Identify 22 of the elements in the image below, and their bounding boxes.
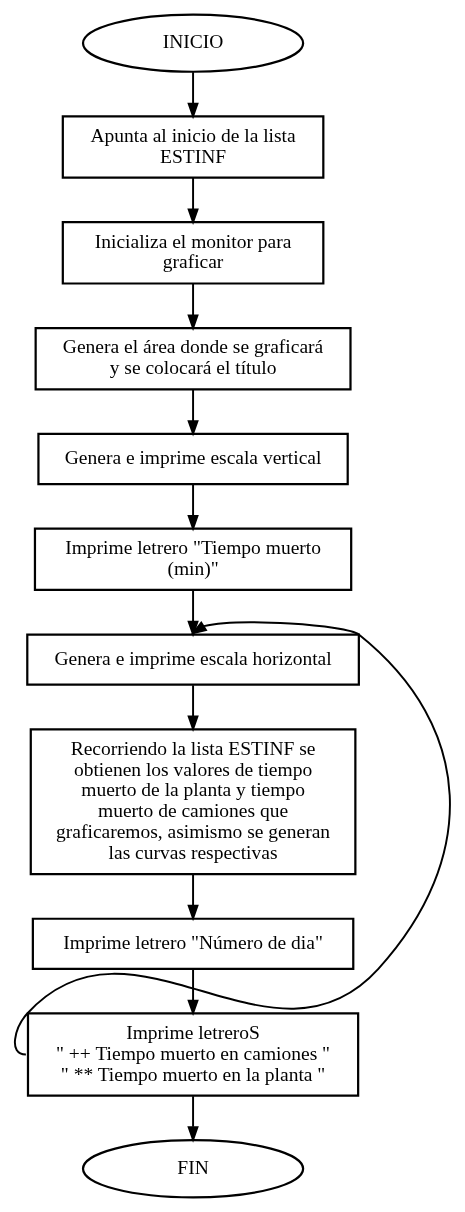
arrow (187, 71, 199, 120)
arrow (187, 589, 199, 638)
node-box: Genera el área donde se graficará y se colocará el título (34, 326, 352, 391)
arrow (187, 873, 199, 922)
arrow (187, 968, 199, 1017)
arrow (187, 388, 199, 437)
arrow (187, 282, 199, 331)
arrow (187, 483, 199, 532)
arrow (13, 621, 451, 1056)
arrow (187, 1095, 199, 1143)
node-box: Recorriendo la lista ESTINF se obtienen los valores de tiempo muerto de la planta y tiempo muerto de camiones que graficaremos, asimismo se generan las curvas respectivas (29, 728, 357, 876)
node-box: Apunta al inicio de la lista ESTINF (61, 115, 325, 179)
node-box: Imprime letreroS " ++ Tiempo muerto en camiones " " ** Tiempo muerto en la planta " (26, 1012, 360, 1097)
node-box: Imprime letrero "Tiempo muerto (min)" (33, 527, 353, 592)
node-ellipse: FIN (81, 1139, 305, 1199)
node-box: Genera e imprime escala horizontal (26, 633, 360, 686)
node-ellipse: INICIO (81, 13, 305, 73)
node-box: Inicializa el monitor para graficar (61, 221, 325, 285)
arrow (187, 176, 199, 226)
node-box: Imprime letrero "Número de dia" (31, 917, 355, 970)
arrow (187, 684, 199, 733)
node-box: Genera e imprime escala vertical (37, 432, 349, 486)
